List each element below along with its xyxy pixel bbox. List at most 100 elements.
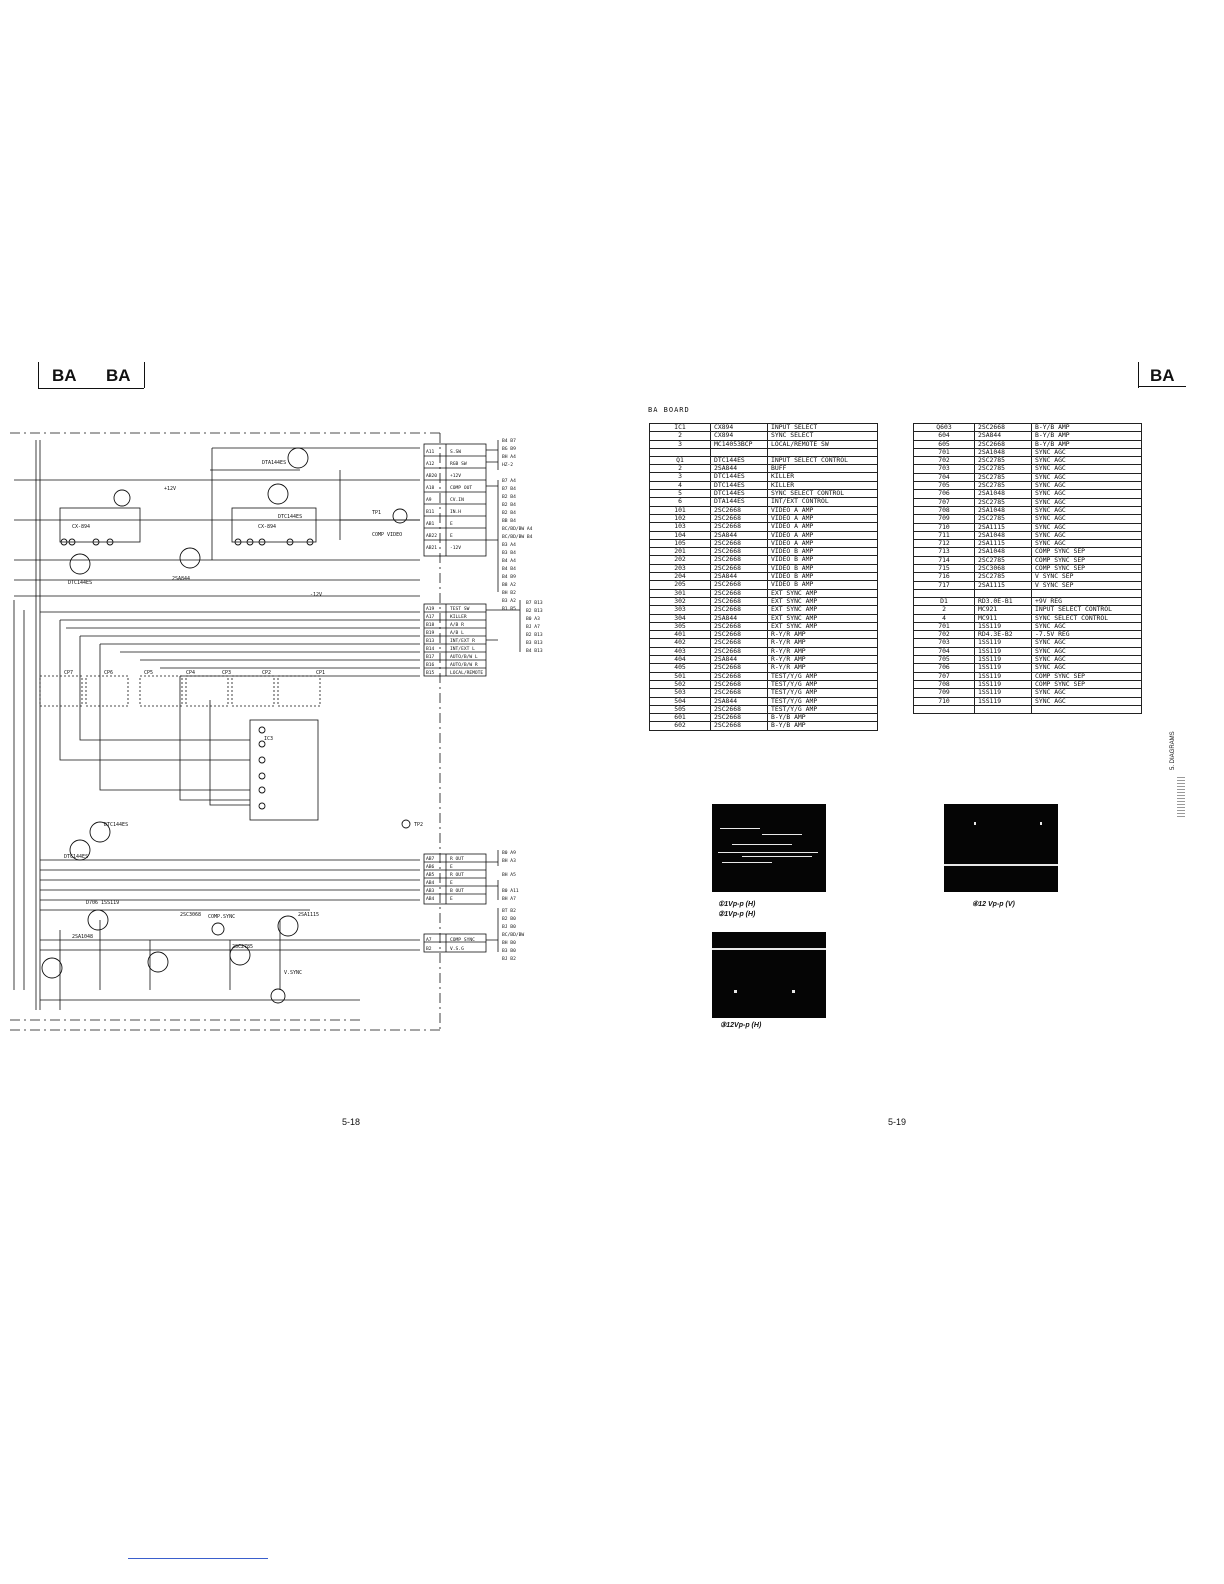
ext-label: B2 B0: [502, 916, 516, 922]
parts-device: RD4.3E-B2: [974, 630, 1032, 640]
parts-function: BUFF: [767, 464, 878, 474]
q5-label: DTC144ES: [278, 514, 302, 520]
conn-pin: AB4: [426, 896, 435, 902]
ext-label: B2 B4: [502, 510, 516, 516]
parts-ref: 710: [913, 696, 975, 706]
parts-function: [1031, 704, 1142, 714]
parts-function: B-Y/B AMP: [1031, 422, 1142, 433]
parts-function: B-Y/B AMP: [1031, 431, 1142, 441]
conn-pin: B19: [426, 630, 435, 636]
parts-device: MC921: [974, 605, 1032, 615]
parts-ref: 302: [649, 596, 711, 607]
ext-label: B0 A11: [502, 888, 519, 894]
parts-function: VIDEO B AMP: [767, 572, 878, 582]
parts-device: [710, 447, 768, 457]
parts-ref: 201: [649, 547, 711, 557]
parts-device: 2SA844: [974, 431, 1032, 441]
waveform-caption-1: ①1Vp-p (H): [718, 901, 756, 908]
parts-function: COMP SYNC SEP: [1031, 679, 1142, 690]
conn-sig: INT/EXT L: [450, 646, 475, 652]
header-right-rule-bottom: [1138, 386, 1186, 387]
conn-pin: B2: [426, 946, 432, 952]
parts-ref: 717: [913, 580, 975, 590]
parts-device: 1SS119: [974, 638, 1032, 648]
parts-function: VIDEO A AMP: [767, 513, 878, 524]
parts-device: 2SA1115: [974, 539, 1032, 549]
parts-ref: 707: [913, 497, 975, 507]
parts-function: SYNC AGC: [1031, 522, 1142, 532]
parts-ref: 714: [913, 555, 975, 566]
parts-function: KILLER: [767, 480, 878, 491]
parts-device: 2SA1048: [974, 530, 1032, 541]
parts-function: R-Y/R AMP: [767, 654, 878, 665]
parts-ref: 716: [913, 572, 975, 582]
parts-device: 2SC2668: [710, 588, 768, 598]
ext-label: B4 B9: [502, 574, 516, 580]
parts-ref: 2: [649, 431, 711, 441]
parts-ref: 605: [913, 439, 975, 449]
parts-function: -7.5V REG: [1031, 630, 1142, 640]
conn-sig: A/B R: [450, 622, 464, 628]
parts-row: [913, 704, 1142, 714]
conn-pin: AB22: [426, 533, 437, 539]
parts-ref: IC1: [649, 422, 711, 433]
waveform-caption-2: ②1Vp-p (H): [718, 911, 756, 918]
parts-device: 2SC2668: [710, 630, 768, 640]
cp7-label: CP7: [64, 670, 73, 676]
parts-device: 2SC2668: [710, 721, 768, 731]
parts-function: SYNC SELECT CONTROL: [767, 489, 878, 499]
parts-device: 1SS119: [974, 671, 1032, 681]
parts-function: SYNC AGC: [1031, 456, 1142, 466]
parts-ref: 601: [649, 713, 711, 723]
parts-function: R-Y/R AMP: [767, 646, 878, 657]
parts-device: 1SS119: [974, 679, 1032, 690]
parts-ref: [913, 588, 975, 598]
parts-device: 2SC2785: [974, 456, 1032, 466]
parts-function: SYNC AGC: [1031, 497, 1142, 507]
parts-function: EXT SYNC AMP: [767, 621, 878, 632]
conn-pin: AB21: [426, 545, 437, 551]
parts-ref: 505: [649, 704, 711, 715]
parts-function: SYNC AGC: [1031, 621, 1142, 632]
parts-function: V SYNC SEP: [1031, 580, 1142, 590]
cp3-label: CP3: [222, 670, 231, 676]
parts-ref: 5: [649, 489, 711, 499]
parts-function: SYNC AGC: [1031, 489, 1142, 499]
ext-label: B4 B13: [526, 648, 543, 654]
ext-label: B3 B13: [526, 640, 543, 646]
parts-function: V SYNC SEP: [1031, 572, 1142, 582]
parts-function: SYNC AGC: [1031, 688, 1142, 698]
parts-device: MC14053BCP: [710, 439, 768, 449]
conn-pin: A17: [426, 614, 435, 620]
parts-function: SYNC AGC: [1031, 514, 1142, 524]
conn-pin: AB5: [426, 872, 435, 878]
ext-label: B2 B13: [526, 632, 543, 638]
conn-sig: R OUT: [450, 872, 464, 878]
parts-ref: 402: [649, 638, 711, 648]
vsync-label: V.SYNC: [284, 970, 302, 976]
tp1-label: TP1: [372, 510, 381, 516]
parts-ref: 710: [913, 522, 975, 532]
parts-function: SYNC AGC: [1031, 638, 1142, 648]
ext-label: HZ-2: [502, 462, 513, 468]
conn-sig: TEST SW: [450, 606, 470, 612]
conn-sig: COMP OUT: [450, 485, 472, 491]
